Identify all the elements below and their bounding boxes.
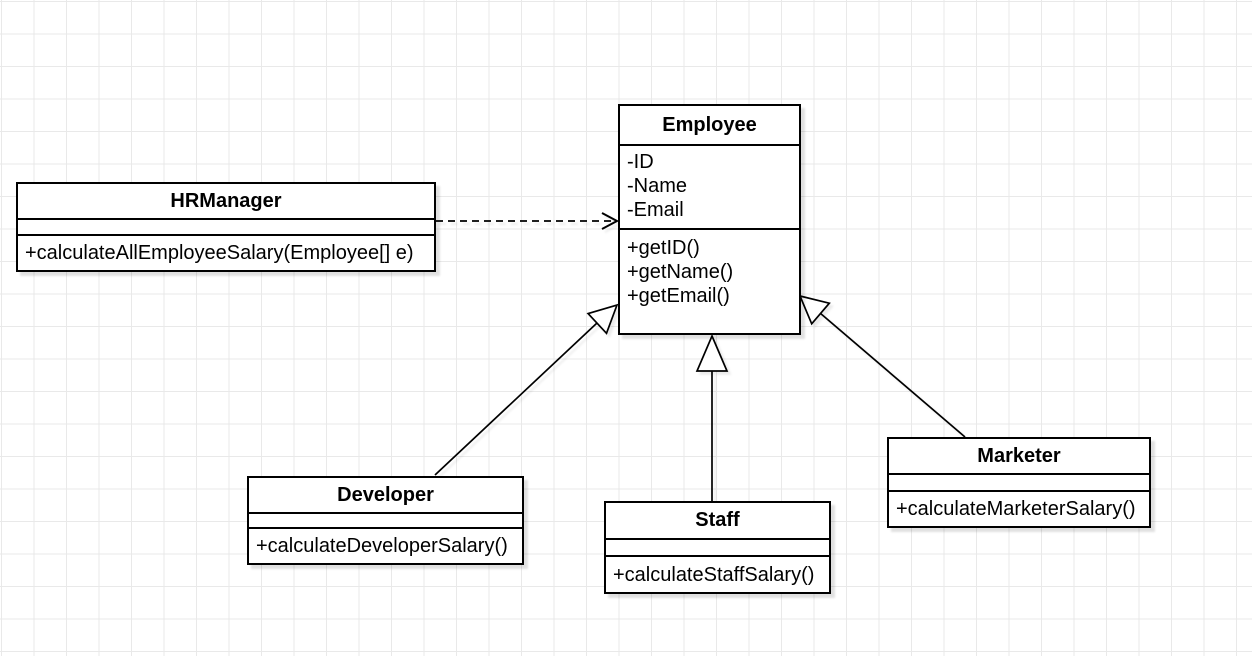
method-line: +getID() xyxy=(627,237,700,259)
attribute-line: -Name xyxy=(627,175,688,197)
class-title: Staff xyxy=(606,503,829,540)
class-box-employee[interactable]: Employee -ID -Name -Email +getID() +getN… xyxy=(618,104,801,335)
class-title: HRManager xyxy=(18,184,434,220)
class-attributes-section-empty xyxy=(18,220,434,236)
open-arrow-icon xyxy=(601,212,620,230)
method-line: +calculateMarketerSalary() xyxy=(896,498,1136,520)
class-title: Marketer xyxy=(889,439,1149,475)
class-title: Employee xyxy=(620,106,799,146)
generalization-edge-marketer-to-employee[interactable] xyxy=(798,294,966,438)
attribute-line: -ID xyxy=(627,151,654,173)
method-line: +calculateDeveloperSalary() xyxy=(256,535,508,557)
class-attributes-section: -ID -Name -Email xyxy=(620,146,799,230)
class-attributes-section-empty xyxy=(889,475,1149,492)
class-attributes-section-empty xyxy=(606,540,829,557)
hollow-triangle-icon xyxy=(586,303,619,335)
generalization-edge-developer-to-employee[interactable] xyxy=(434,303,619,476)
method-line: +calculateStaffSalary() xyxy=(613,563,815,586)
attribute-line: -Email xyxy=(627,199,684,221)
class-box-staff[interactable]: Staff +calculateStaffSalary() xyxy=(604,501,831,594)
class-methods-section: +calculateAllEmployeeSalary(Employee[] e… xyxy=(18,236,434,270)
method-line: +getEmail() xyxy=(627,285,730,307)
dependency-edge-hrmanager-to-employee[interactable] xyxy=(436,212,620,230)
class-box-developer[interactable]: Developer +calculateDeveloperSalary() xyxy=(247,476,524,565)
class-box-marketer[interactable]: Marketer +calculateMarketerSalary() xyxy=(887,437,1151,528)
generalization-edge-staff-to-employee[interactable] xyxy=(695,333,729,501)
class-methods-section: +calculateMarketerSalary() xyxy=(889,492,1149,526)
class-methods-section: +calculateDeveloperSalary() xyxy=(249,529,522,563)
class-attributes-section-empty xyxy=(249,514,522,529)
method-line: +getName() xyxy=(627,261,734,283)
class-title: Developer xyxy=(249,478,522,514)
class-methods-section: +calculateStaffSalary() xyxy=(606,557,829,592)
hollow-triangle-icon xyxy=(798,294,831,326)
class-box-hrmanager[interactable]: HRManager +calculateAllEmployeeSalary(Em… xyxy=(16,182,436,272)
hollow-triangle-icon xyxy=(695,333,729,372)
class-methods-section: +getID() +getName() +getEmail() xyxy=(620,230,799,308)
method-line: +calculateAllEmployeeSalary(Employee[] e… xyxy=(25,242,414,264)
